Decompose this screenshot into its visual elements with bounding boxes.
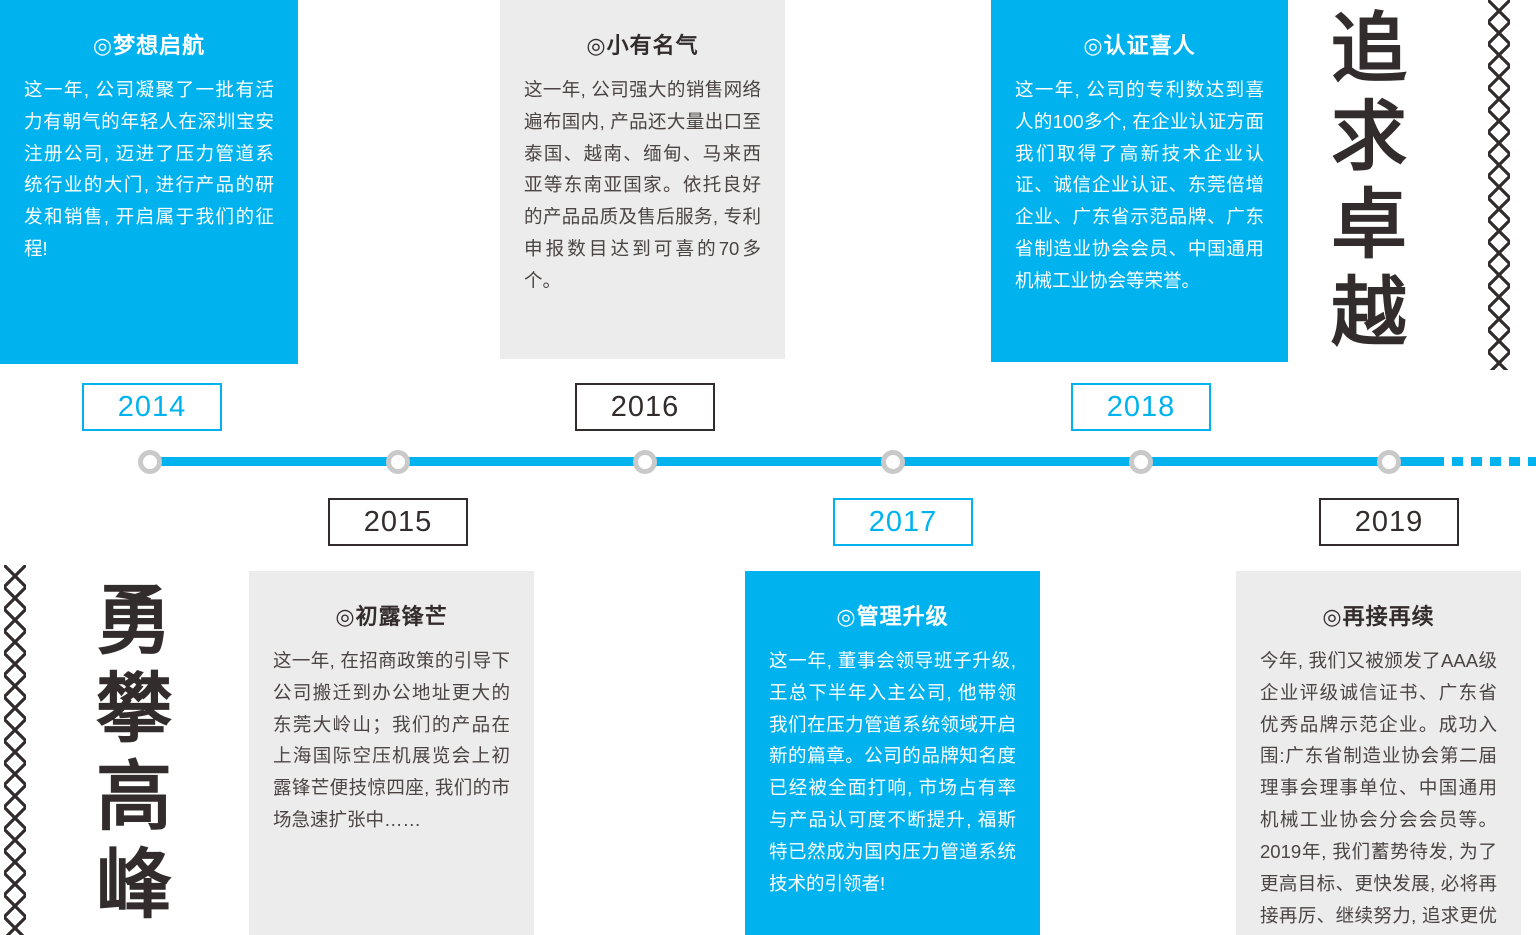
card-body-2019: 今年, 我们又被颁发了AAA级企业评级诚信证书、广东省优秀品牌示范企业。成功入围… (1260, 650, 1497, 926)
timeline-node-2016[interactable] (633, 450, 657, 474)
diamond-marker-icon: ◎ (92, 33, 114, 58)
card-body-2016: 这一年, 公司强大的销售网络遍布国内, 产品还大量出口至泰国、越南、缅甸、马来西… (524, 79, 761, 291)
diamond-chain-ornament-left (0, 565, 30, 935)
diamond-chain-ornament-right (1484, 0, 1514, 370)
milestone-card-2019: ◎再接再续 今年, 我们又被颁发了AAA级企业评级诚信证书、广东省优秀品牌示范企… (1236, 571, 1521, 935)
diamond-marker-icon: ◎ (836, 604, 857, 629)
timeline-node-2018[interactable] (1129, 450, 1153, 474)
diamond-marker-icon: ◎ (335, 604, 356, 629)
year-chip-2016[interactable]: 2016 (575, 383, 715, 431)
timeline-node-2019[interactable] (1377, 450, 1401, 474)
year-chip-2015[interactable]: 2015 (328, 498, 468, 546)
diamond-marker-icon: ◎ (1083, 33, 1104, 58)
timeline-axis (150, 457, 1444, 466)
card-title-2019: ◎再接再续 (1322, 604, 1435, 629)
card-title-2015: ◎初露锋芒 (335, 604, 448, 629)
year-chip-2018[interactable]: 2018 (1071, 383, 1211, 431)
timeline-node-2017[interactable] (881, 450, 905, 474)
timeline-node-2014[interactable] (138, 450, 162, 474)
headline-top-right: 追求卓越 (1319, 8, 1403, 360)
card-title-2018: ◎认证喜人 (1083, 33, 1196, 58)
card-body-2017: 这一年, 董事会领导班子升级, 王总下半年入主公司, 他带领我们在压力管道系统领… (769, 650, 1016, 894)
milestone-card-2015: ◎初露锋芒 这一年, 在招商政策的引导下公司搬迁到办公地址更大的东莞大岭山；我们… (249, 571, 534, 935)
milestone-card-2016: ◎小有名气 这一年, 公司强大的销售网络遍布国内, 产品还大量出口至泰国、越南、… (500, 0, 785, 359)
card-body-2014: 这一年, 公司凝聚了一批有活力有朝气的年轻人在深圳宝安注册公司, 迈进了压力管道… (24, 79, 274, 260)
year-chip-2017[interactable]: 2017 (833, 498, 973, 546)
timeline-axis-dashed-tail (1452, 457, 1536, 466)
card-title-2017: ◎管理升级 (836, 604, 949, 629)
timeline-node-2015[interactable] (386, 450, 410, 474)
milestone-card-2018: ◎认证喜人 这一年, 公司的专利数达到喜人的100多个, 在企业认证方面我们取得… (991, 0, 1288, 362)
headline-bottom-left: 勇攀高峰 (84, 580, 169, 932)
card-title-2016: ◎小有名气 (586, 33, 699, 58)
card-body-2015: 这一年, 在招商政策的引导下公司搬迁到办公地址更大的东莞大岭山；我们的产品在上海… (273, 650, 510, 831)
diamond-marker-icon: ◎ (586, 33, 607, 58)
milestone-card-2014: ◎梦想启航 这一年, 公司凝聚了一批有活力有朝气的年轻人在深圳宝安注册公司, 迈… (0, 0, 298, 364)
year-chip-2014[interactable]: 2014 (82, 383, 222, 431)
milestone-card-2017: ◎管理升级 这一年, 董事会领导班子升级, 王总下半年入主公司, 他带领我们在压… (745, 571, 1040, 935)
card-title-2014: ◎梦想启航 (92, 33, 206, 58)
diamond-marker-icon: ◎ (1322, 604, 1343, 629)
year-chip-2019[interactable]: 2019 (1319, 498, 1459, 546)
card-body-2018: 这一年, 公司的专利数达到喜人的100多个, 在企业认证方面我们取得了高新技术企… (1015, 79, 1264, 291)
